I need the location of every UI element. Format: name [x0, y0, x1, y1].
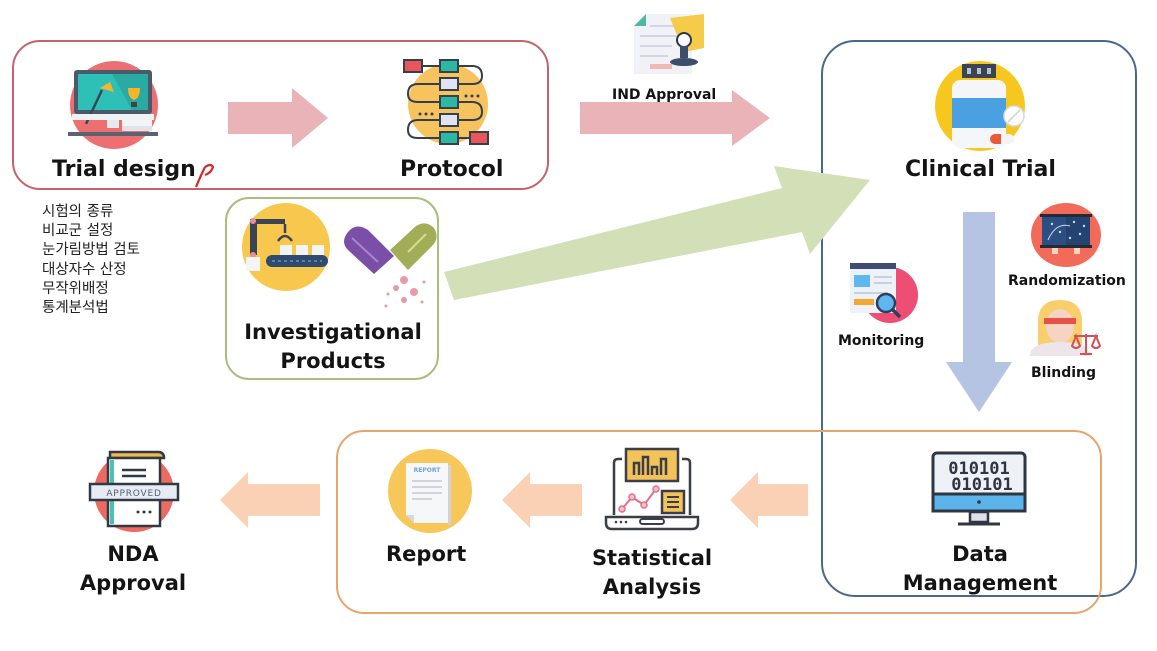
nda-label-line2: Approval [79, 571, 187, 595]
arrow-ind-approval [580, 90, 770, 146]
arrow-report-to-nda [220, 472, 320, 528]
arrow-design-to-protocol [228, 88, 328, 148]
data-management-label-line2: Management [902, 571, 1058, 595]
chalkboard-icon [1031, 203, 1101, 267]
blindfold-justice-icon [1030, 300, 1102, 356]
pen-annotation-icon [194, 163, 215, 188]
note-line: 무작위배정 [42, 280, 109, 297]
monitoring-label: Monitoring [838, 333, 925, 349]
note-line: 통계분석법 [42, 300, 109, 317]
trial-design-notes: 시험의 종류 비교군 설정 눈가림방법 검토 대상자수 산정 무작위배정 통계분… [42, 203, 140, 318]
report-doc-title: REPORT [414, 467, 442, 474]
approved-document-icon: APPROVED [88, 450, 180, 532]
randomization-label: Randomization [1008, 273, 1126, 289]
report-label: Report [386, 542, 467, 566]
note-line: 비교군 설정 [42, 223, 114, 240]
binary-monitor-icon: 010101 010101 [931, 451, 1027, 526]
trial-design-label: Trial design [52, 157, 196, 182]
data-management-label-line1: Data [952, 542, 1008, 566]
note-line: 눈가림방법 검토 [42, 242, 140, 259]
arrow-stats-to-report [502, 472, 582, 528]
arrow-clinical-down [946, 212, 1012, 412]
flowchart-icon [403, 59, 489, 145]
statistical-analysis-label-line1: Statistical [591, 546, 713, 570]
note-line: 대상자수 산정 [42, 261, 127, 278]
approved-stamp-text: APPROVED [106, 489, 161, 499]
binary-row-1: 010101 [948, 459, 1009, 479]
statistical-analysis-label-line2: Analysis [602, 575, 702, 599]
investigational-label-line1: Investigational [244, 320, 422, 344]
analysis-group-box [336, 430, 1102, 614]
arrow-data-to-stats [730, 472, 808, 528]
robot-arm-conveyor-icon [242, 203, 330, 291]
analytics-laptop-icon [604, 447, 700, 531]
investigational-products-box [225, 197, 439, 380]
magnifier-document-icon [850, 263, 918, 323]
nda-label-line1: NDA [107, 542, 159, 566]
capsule-icon [344, 223, 437, 308]
protocol-label: Protocol [400, 157, 504, 182]
desk-monitor-icon [68, 61, 158, 149]
clinical-trial-label: Clinical Trial [905, 157, 1056, 182]
note-line: 시험의 종류 [42, 204, 114, 220]
ind-approval-label: IND Approval [612, 87, 717, 103]
medicine-bottle-icon [935, 61, 1025, 151]
trial-design-group-box [12, 40, 549, 190]
clinical-trial-group-box [821, 40, 1137, 597]
stamp-document-icon [634, 14, 704, 74]
investigational-label-line2: Products [280, 349, 386, 373]
blinding-label: Blinding [1031, 365, 1097, 381]
report-document-icon: REPORT [388, 449, 472, 533]
arrow-investigational-to-clinical [444, 166, 870, 300]
binary-row-2: 010101 [951, 475, 1012, 495]
